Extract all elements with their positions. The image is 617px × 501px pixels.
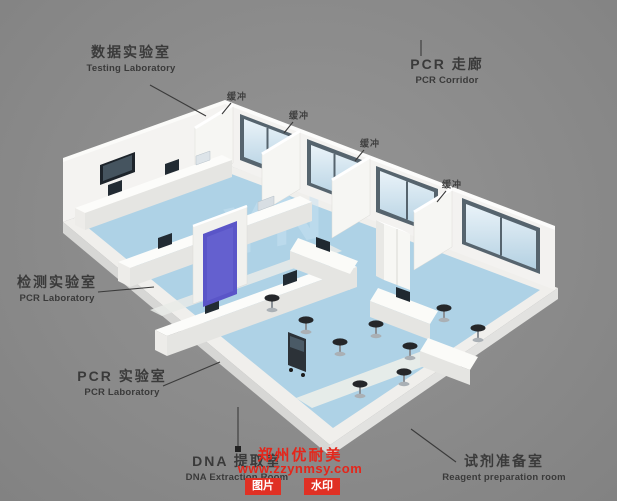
bench-monitor	[316, 237, 330, 252]
lab-benches-right	[288, 220, 478, 385]
label-buffer-2: 缓冲	[288, 110, 310, 121]
leader-dna-anchor	[235, 446, 241, 452]
leader-lines	[97, 40, 457, 463]
watermark-website: www.zzynmsy.com	[237, 461, 363, 476]
bench-instrument	[195, 150, 211, 166]
label-buffer-4: 缓冲	[441, 179, 463, 190]
label-dna-extraction-room: DNA 提取室 DNA Extraction Room	[186, 453, 289, 483]
bench-monitor	[108, 180, 122, 196]
leader-pcr-lab	[162, 361, 221, 387]
bench-instrument	[257, 195, 275, 212]
leader-reagent-prep	[410, 428, 457, 463]
label-pcr-laboratory-zh: PCR 实验室	[77, 368, 167, 384]
storage-cabinet	[376, 220, 410, 290]
corridor-wall	[225, 100, 555, 290]
label-pcr-laboratory-en: PCR Laboratory	[84, 387, 160, 398]
instrument-trolley	[288, 332, 306, 377]
bench-monitor	[396, 287, 410, 302]
watermark-tag-image: 图片	[245, 478, 281, 495]
bench-monitor	[165, 159, 179, 175]
label-reagent-preparation-room-en: Reagent preparation room	[442, 472, 566, 483]
label-detection-laboratory-zh: 检测实验室	[17, 274, 97, 290]
label-pcr-laboratory: PCR 实验室 PCR Laboratory	[77, 368, 166, 398]
pass-door-partition	[192, 204, 248, 307]
back-left-wall	[63, 100, 225, 222]
bench-monitor	[283, 270, 297, 286]
label-reagent-preparation-room-zh: 试剂准备室	[463, 453, 544, 469]
watermark-tag-watermark: 水印	[304, 478, 340, 495]
label-testing-laboratory: 数据实验室 Testing Laboratory	[87, 44, 176, 74]
leader-buffer-3	[354, 149, 365, 162]
label-pcr-corridor-zh: PCR 走廊	[410, 56, 484, 72]
lab-stools	[264, 294, 486, 399]
leader-buffer-2	[283, 121, 294, 134]
label-dna-extraction-room-en: DNA Extraction Room	[185, 472, 289, 483]
label-buffer-3: 缓冲	[359, 138, 381, 149]
label-testing-laboratory-en: Testing Laboratory	[86, 63, 176, 74]
label-detection-laboratory: 检测实验室 PCR Laboratory	[17, 274, 97, 304]
leader-testing-lab	[149, 84, 207, 117]
label-detection-laboratory-en: PCR Laboratory	[19, 293, 95, 304]
watermark-company: 郑州优耐美	[257, 447, 343, 464]
corridor-window-4	[462, 198, 540, 274]
label-buffer-1: 缓冲	[226, 91, 248, 102]
label-dna-extraction-room-zh: DNA 提取室	[192, 453, 282, 469]
buffer-partitions	[194, 103, 453, 271]
label-testing-laboratory-zh: 数据实验室	[91, 44, 171, 60]
leader-buffer-1	[221, 102, 232, 115]
leader-detection-lab	[97, 286, 155, 293]
label-pcr-corridor: PCR 走廊 PCR Corridor	[410, 56, 483, 86]
bench-monitor	[158, 233, 172, 249]
label-reagent-preparation-room: 试剂准备室 Reagent preparation room	[442, 453, 566, 483]
leader-buffer-4	[436, 190, 447, 203]
label-pcr-corridor-en: PCR Corridor	[415, 75, 479, 86]
